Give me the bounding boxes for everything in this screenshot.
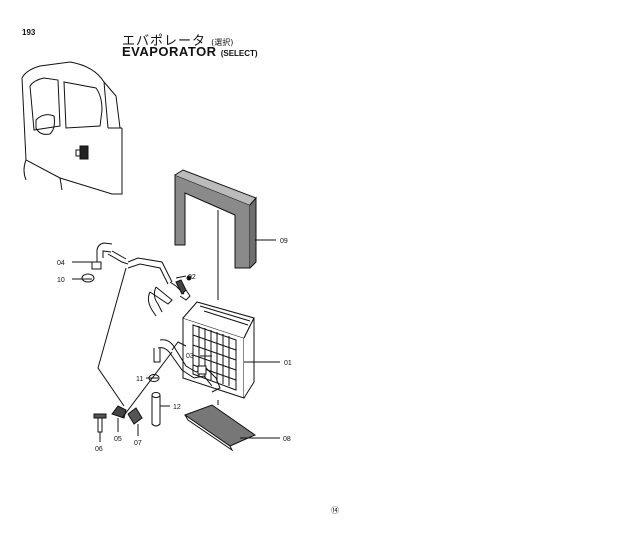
- callout-11: 11: [136, 376, 143, 383]
- machine-cab-illustration: [21, 61, 123, 195]
- callout-01: 01: [284, 360, 292, 367]
- callout-12: 12: [173, 404, 181, 411]
- evaporator-core-part-01: [182, 301, 255, 399]
- callout-08: 08: [283, 436, 291, 443]
- callout-10: 10: [57, 277, 65, 284]
- bracket-part-07: [127, 407, 143, 425]
- title-japanese: エバポレータ (選択): [122, 30, 233, 49]
- callout-04: 04: [57, 260, 65, 267]
- callout-09: 09: [280, 238, 288, 245]
- tube-part-12: [151, 395, 161, 427]
- bolt-part-06: [97, 418, 103, 433]
- callout-07: 07: [134, 440, 142, 447]
- cover-part-09: [174, 169, 257, 269]
- title-english-note: (SELECT): [220, 49, 258, 58]
- callout-02: 02: [188, 274, 196, 281]
- callout-03: 03: [186, 353, 194, 360]
- footer-mark: ⑭: [331, 506, 339, 515]
- title-english: EVAPORATOR (SELECT): [122, 44, 258, 59]
- bracket-part-05: [111, 405, 127, 419]
- small-parts: [81, 273, 192, 433]
- title-japanese-note: (選択): [211, 38, 234, 47]
- callout-05: 05: [114, 436, 122, 443]
- filter-part-08: [183, 404, 257, 452]
- callout-06: 06: [95, 446, 103, 453]
- pipe-assembly: [91, 242, 221, 393]
- title-japanese-text: エバポレータ: [122, 34, 207, 49]
- page-number: 193: [22, 28, 36, 37]
- clamp-part-10: [81, 273, 95, 283]
- leader-lines: [72, 210, 280, 442]
- title-english-text: EVAPORATOR: [122, 44, 217, 59]
